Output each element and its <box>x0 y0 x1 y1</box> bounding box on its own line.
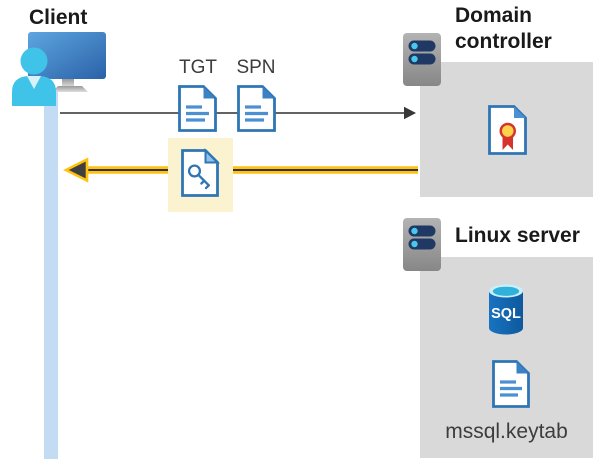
client-connection-bar <box>44 91 58 459</box>
arrow-dc-to-client <box>63 157 418 183</box>
arrow-left-head <box>63 157 89 183</box>
folded-corner <box>516 361 529 374</box>
person-shape <box>12 47 56 106</box>
server-icon-linux <box>403 218 441 271</box>
folded-corner <box>514 106 526 118</box>
arrow-right-head <box>404 106 416 120</box>
linux-server-label: Linux server <box>455 224 580 247</box>
document-icon-spn <box>237 85 276 132</box>
tgt-label: TGT <box>179 57 217 78</box>
folded-corner <box>204 148 220 164</box>
client-label: Client <box>29 6 88 29</box>
spn-label: SPN <box>236 57 276 78</box>
folded-corner <box>262 86 275 99</box>
document-icon-keytab <box>492 360 530 408</box>
key-document-icon <box>181 148 220 197</box>
certificate-icon <box>488 105 527 155</box>
sql-label: SQL <box>491 306 521 322</box>
document-icon-tgt <box>178 85 217 132</box>
monitor-shape <box>28 32 106 79</box>
rosette <box>499 122 516 150</box>
server-icon-domain-controller <box>403 33 441 86</box>
domain-controller-label: Domain controller <box>455 4 552 53</box>
mssql-keytab-label: mssql.keytab <box>445 420 568 443</box>
sql-database-icon: SQL <box>489 284 523 335</box>
client-icon <box>12 32 106 106</box>
arrow-client-to-dc <box>60 106 416 120</box>
folded-corner <box>203 86 216 99</box>
key-glyph <box>187 164 210 190</box>
